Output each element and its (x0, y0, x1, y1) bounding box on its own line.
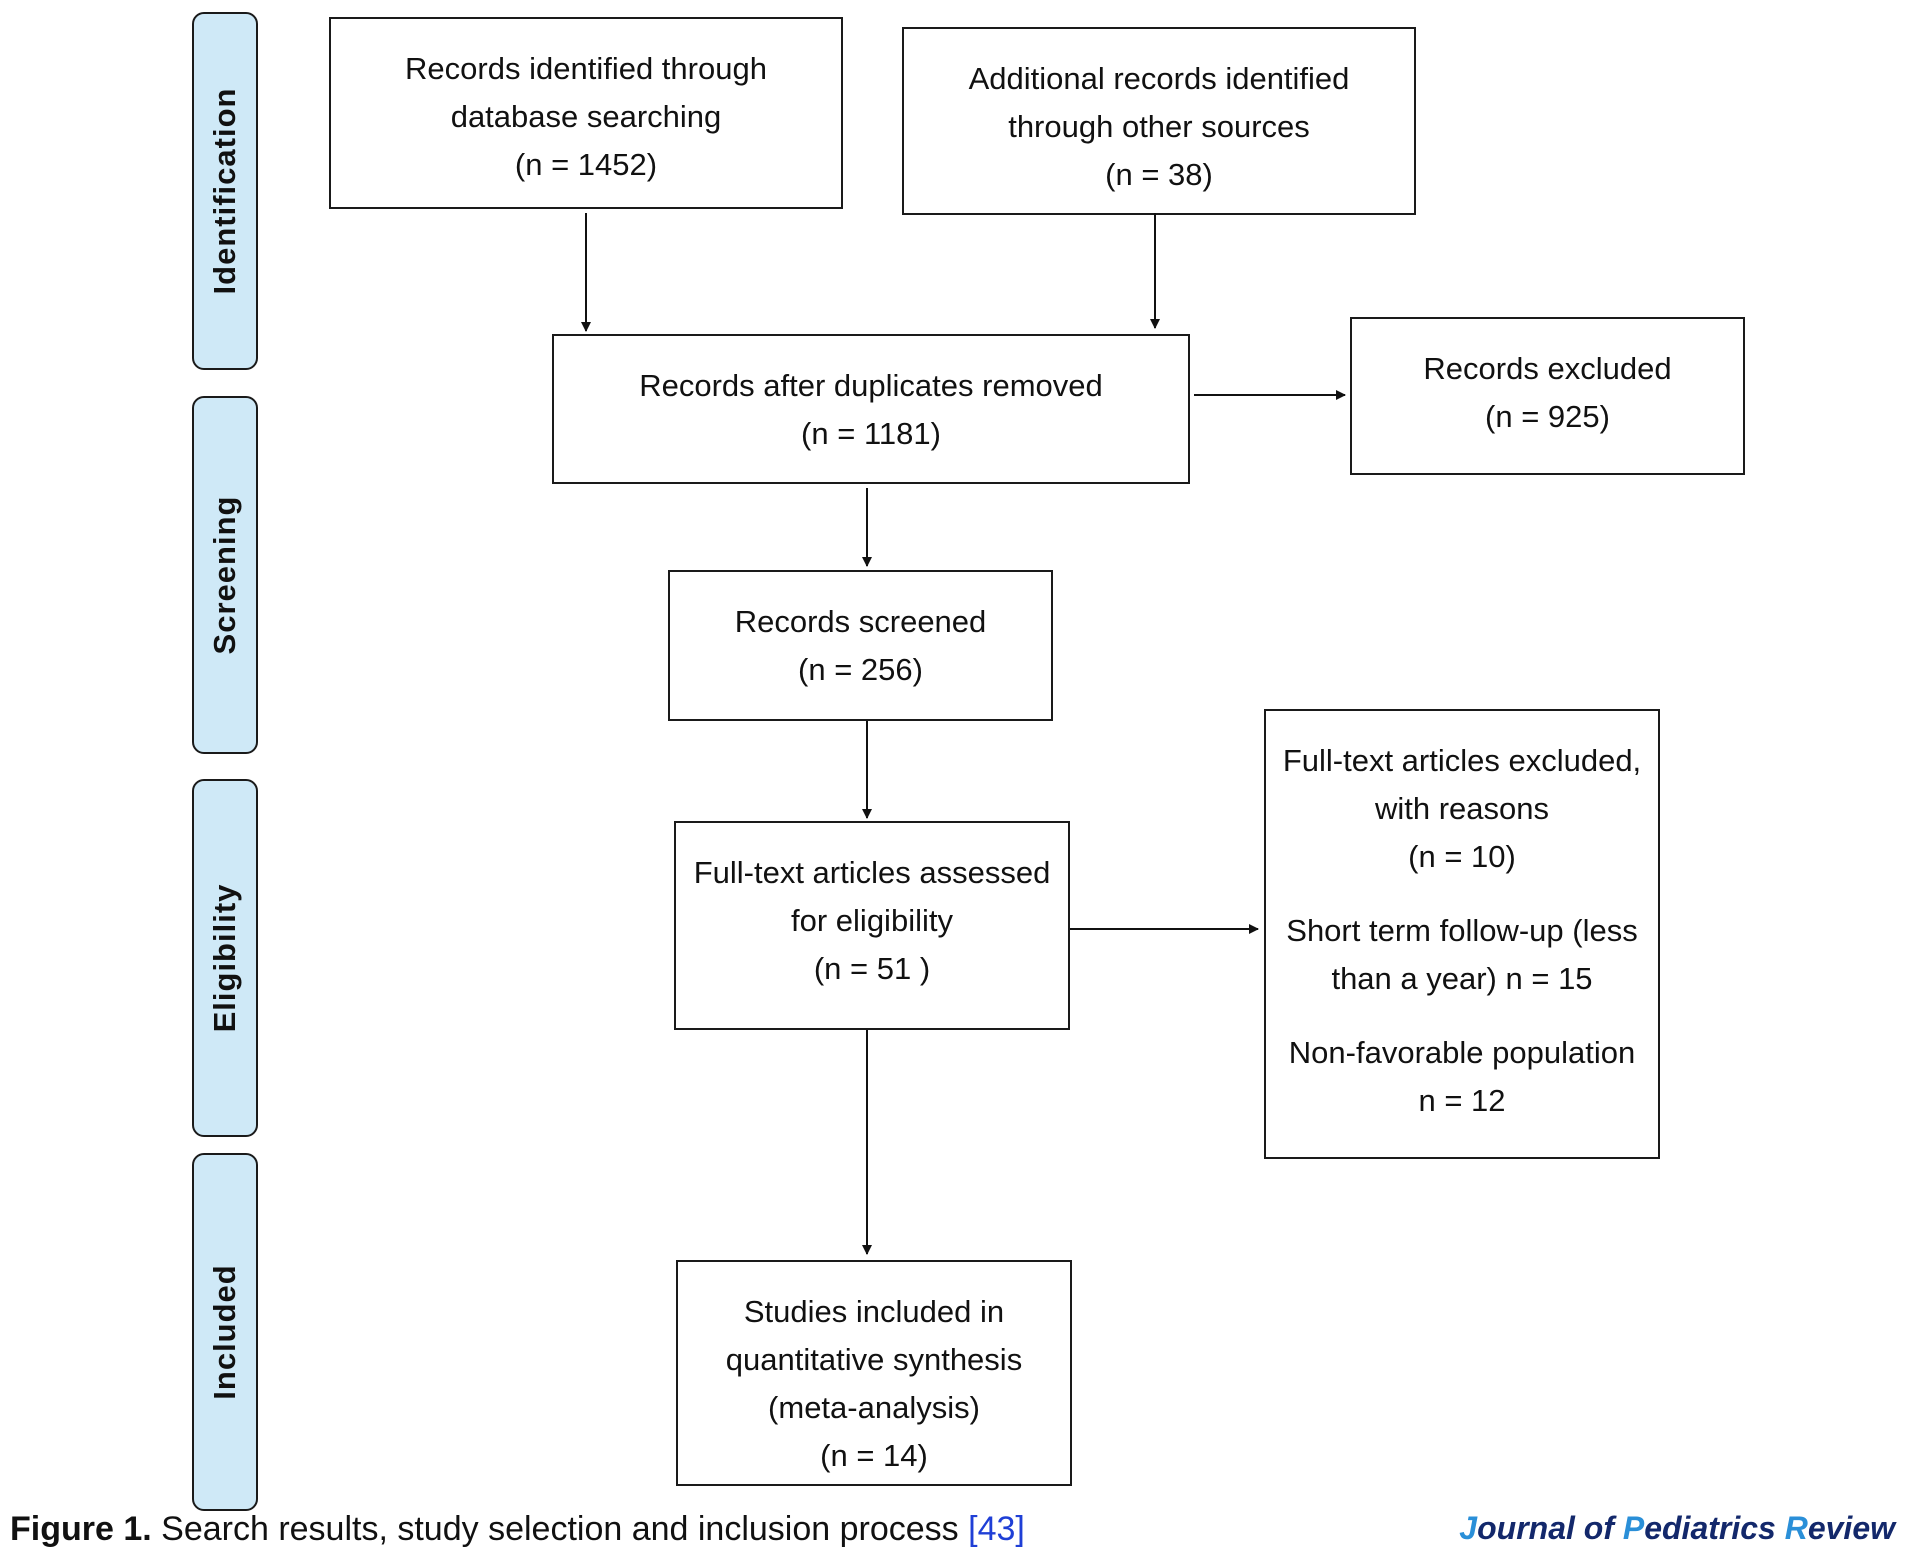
journal-initial-r: R (1784, 1510, 1808, 1546)
box-text-line: Full-text articles assessed (693, 855, 1051, 890)
caption-text: Search results, study selection and incl… (151, 1510, 969, 1548)
box-records-screened: Records screened (n = 256) (668, 570, 1053, 721)
box-text-line: through other sources (1008, 109, 1310, 144)
box-text-line: Records identified through (405, 51, 767, 86)
box-fulltext-assessed: Full-text articles assessed for eligibil… (674, 821, 1070, 1030)
box-text-line: quantitative synthesis (725, 1342, 1023, 1377)
box-fulltext-excluded: Full-text articles excluded, with reason… (1264, 709, 1660, 1159)
box-count: (n = 14) (820, 1438, 928, 1473)
box-database-records: Records identified through database sear… (329, 17, 843, 209)
box-text-line: (meta-analysis) (768, 1390, 980, 1425)
box-count: (n = 38) (1105, 157, 1213, 192)
phase-screening: Screening (192, 396, 258, 754)
box-studies-included: Studies included in quantitative synthes… (676, 1260, 1072, 1486)
phase-eligibility: Eligibility (192, 779, 258, 1137)
box-text-line: n = 12 (1418, 1083, 1506, 1118)
journal-initial-j: J (1459, 1510, 1478, 1546)
figure-caption: Figure 1. Search results, study selectio… (10, 1510, 1025, 1549)
phase-included: Included (192, 1153, 258, 1511)
box-text-line: with reasons (1374, 791, 1550, 826)
box-text-line: database searching (450, 99, 722, 134)
box-text-line: Full-text articles excluded, (1282, 743, 1642, 778)
figure-label: Figure 1. (10, 1510, 152, 1548)
box-text-line: Records screened (734, 604, 987, 639)
box-text-line: Records excluded (1423, 351, 1672, 386)
box-text-line: than a year) n = 15 (1331, 961, 1593, 996)
phase-identification: Identification (192, 12, 258, 370)
journal-text: ediatrics (1644, 1510, 1785, 1546)
box-other-sources: Additional records identified through ot… (902, 27, 1416, 215)
journal-name: Journal of Pediatrics Review (1459, 1510, 1895, 1547)
box-records-excluded: Records excluded (n = 925) (1350, 317, 1745, 475)
box-text-line: Studies included in (743, 1294, 1005, 1329)
box-text-line: Additional records identified (968, 61, 1350, 96)
box-count: (n = 10) (1408, 839, 1516, 874)
box-count: (n = 256) (798, 652, 923, 687)
box-duplicates-removed: Records after duplicates removed (n = 11… (552, 334, 1190, 484)
reference-link[interactable]: [43] (968, 1510, 1025, 1548)
box-count: (n = 1452) (514, 147, 658, 182)
box-count: (n = 1181) (801, 416, 941, 451)
box-text-line: Short term follow-up (less (1286, 913, 1638, 948)
journal-text: ournal of (1477, 1510, 1623, 1546)
box-text-line: Records after duplicates removed (639, 368, 1103, 403)
journal-initial-p: P (1622, 1510, 1645, 1546)
journal-text: eview (1807, 1510, 1895, 1546)
box-count: (n = 51 ) (813, 951, 931, 986)
box-count: (n = 925) (1485, 399, 1610, 434)
box-text-line: Non-favorable population (1288, 1035, 1636, 1070)
box-text-line: for eligibility (791, 903, 953, 938)
